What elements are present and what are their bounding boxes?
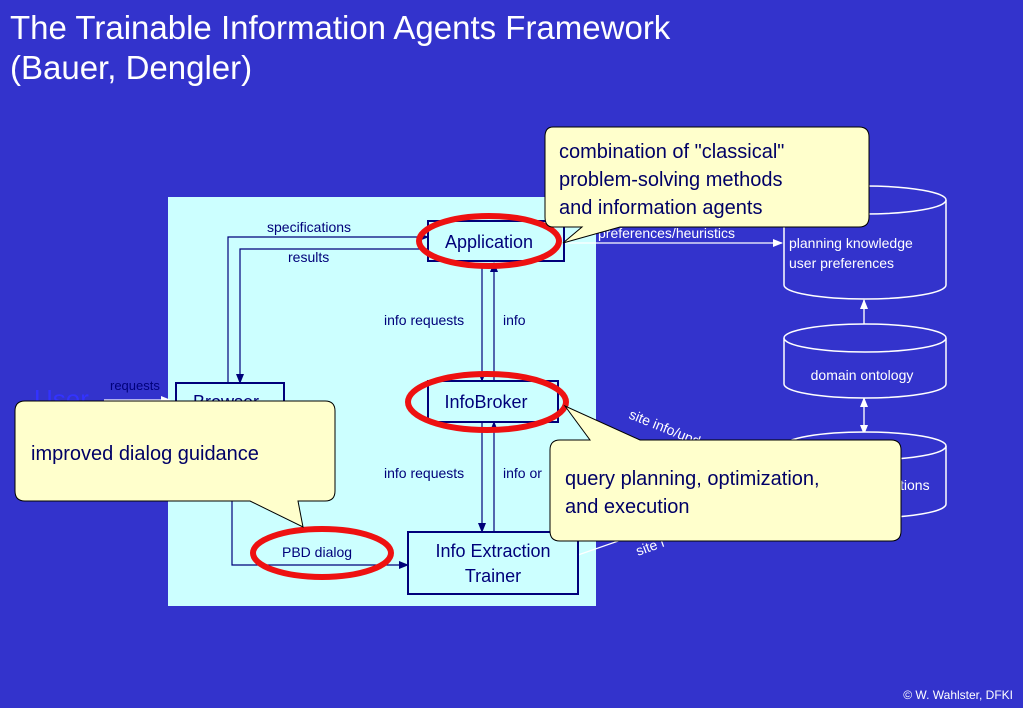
info-bottom-label: info or (503, 465, 542, 481)
classical-callout-line-1: combination of "classical" (559, 141, 784, 163)
dialog-callout-text: improved dialog guidance (31, 443, 259, 465)
info-top-label: info (503, 312, 526, 328)
title-line-1: The Trainable Information Agents Framewo… (10, 9, 671, 46)
query-callout-line-1: query planning, optimization, (565, 468, 820, 490)
site-descriptions-label: tions (900, 477, 930, 493)
connectors (227, 233, 498, 569)
title-line-2: (Bauer, Dengler) (10, 49, 253, 86)
classical-callout-line-3: and information agents (559, 197, 762, 219)
application-box (427, 220, 565, 262)
info-extraction-trainer-box (407, 531, 579, 595)
info-requests-top-label: info requests (384, 312, 464, 328)
results-label: results (288, 249, 329, 265)
highlight-rings (250, 213, 569, 580)
copyright-footer: © W. Wahlster, DFKI (903, 688, 1013, 702)
classical-callout-line-2: problem-solving methods (559, 169, 782, 191)
query-callout (549, 404, 902, 542)
classical-callout (544, 126, 870, 244)
domain-ontology-database (783, 323, 947, 399)
pbd-dialog-label: PBD dialog (282, 544, 352, 560)
infobroker-box (427, 380, 559, 423)
info-requests-bottom-label: info requests (384, 465, 464, 481)
dialog-callout (14, 400, 336, 528)
info-extraction-label-2: Trainer (465, 566, 521, 586)
query-callout-line-2: and execution (565, 496, 690, 518)
pbd-dialog-highlight (250, 526, 394, 580)
specifications-label: specifications (267, 219, 351, 235)
slide-title: The Trainable Information Agents Framewo… (10, 8, 670, 88)
application-label: Application (445, 232, 533, 252)
user-preferences-label: user preferences (789, 255, 894, 271)
infobroker-label: InfoBroker (444, 392, 527, 412)
planning-knowledge-label: planning knowledge (789, 235, 913, 251)
application-highlight (416, 213, 562, 269)
requests-label: requests (110, 378, 160, 393)
domain-ontology-label: domain ontology (811, 367, 914, 383)
info-extraction-label-1: Info Extraction (435, 541, 550, 561)
preferences-heuristics-label: preferences/heuristics (598, 225, 735, 241)
infobroker-highlight (405, 371, 569, 433)
